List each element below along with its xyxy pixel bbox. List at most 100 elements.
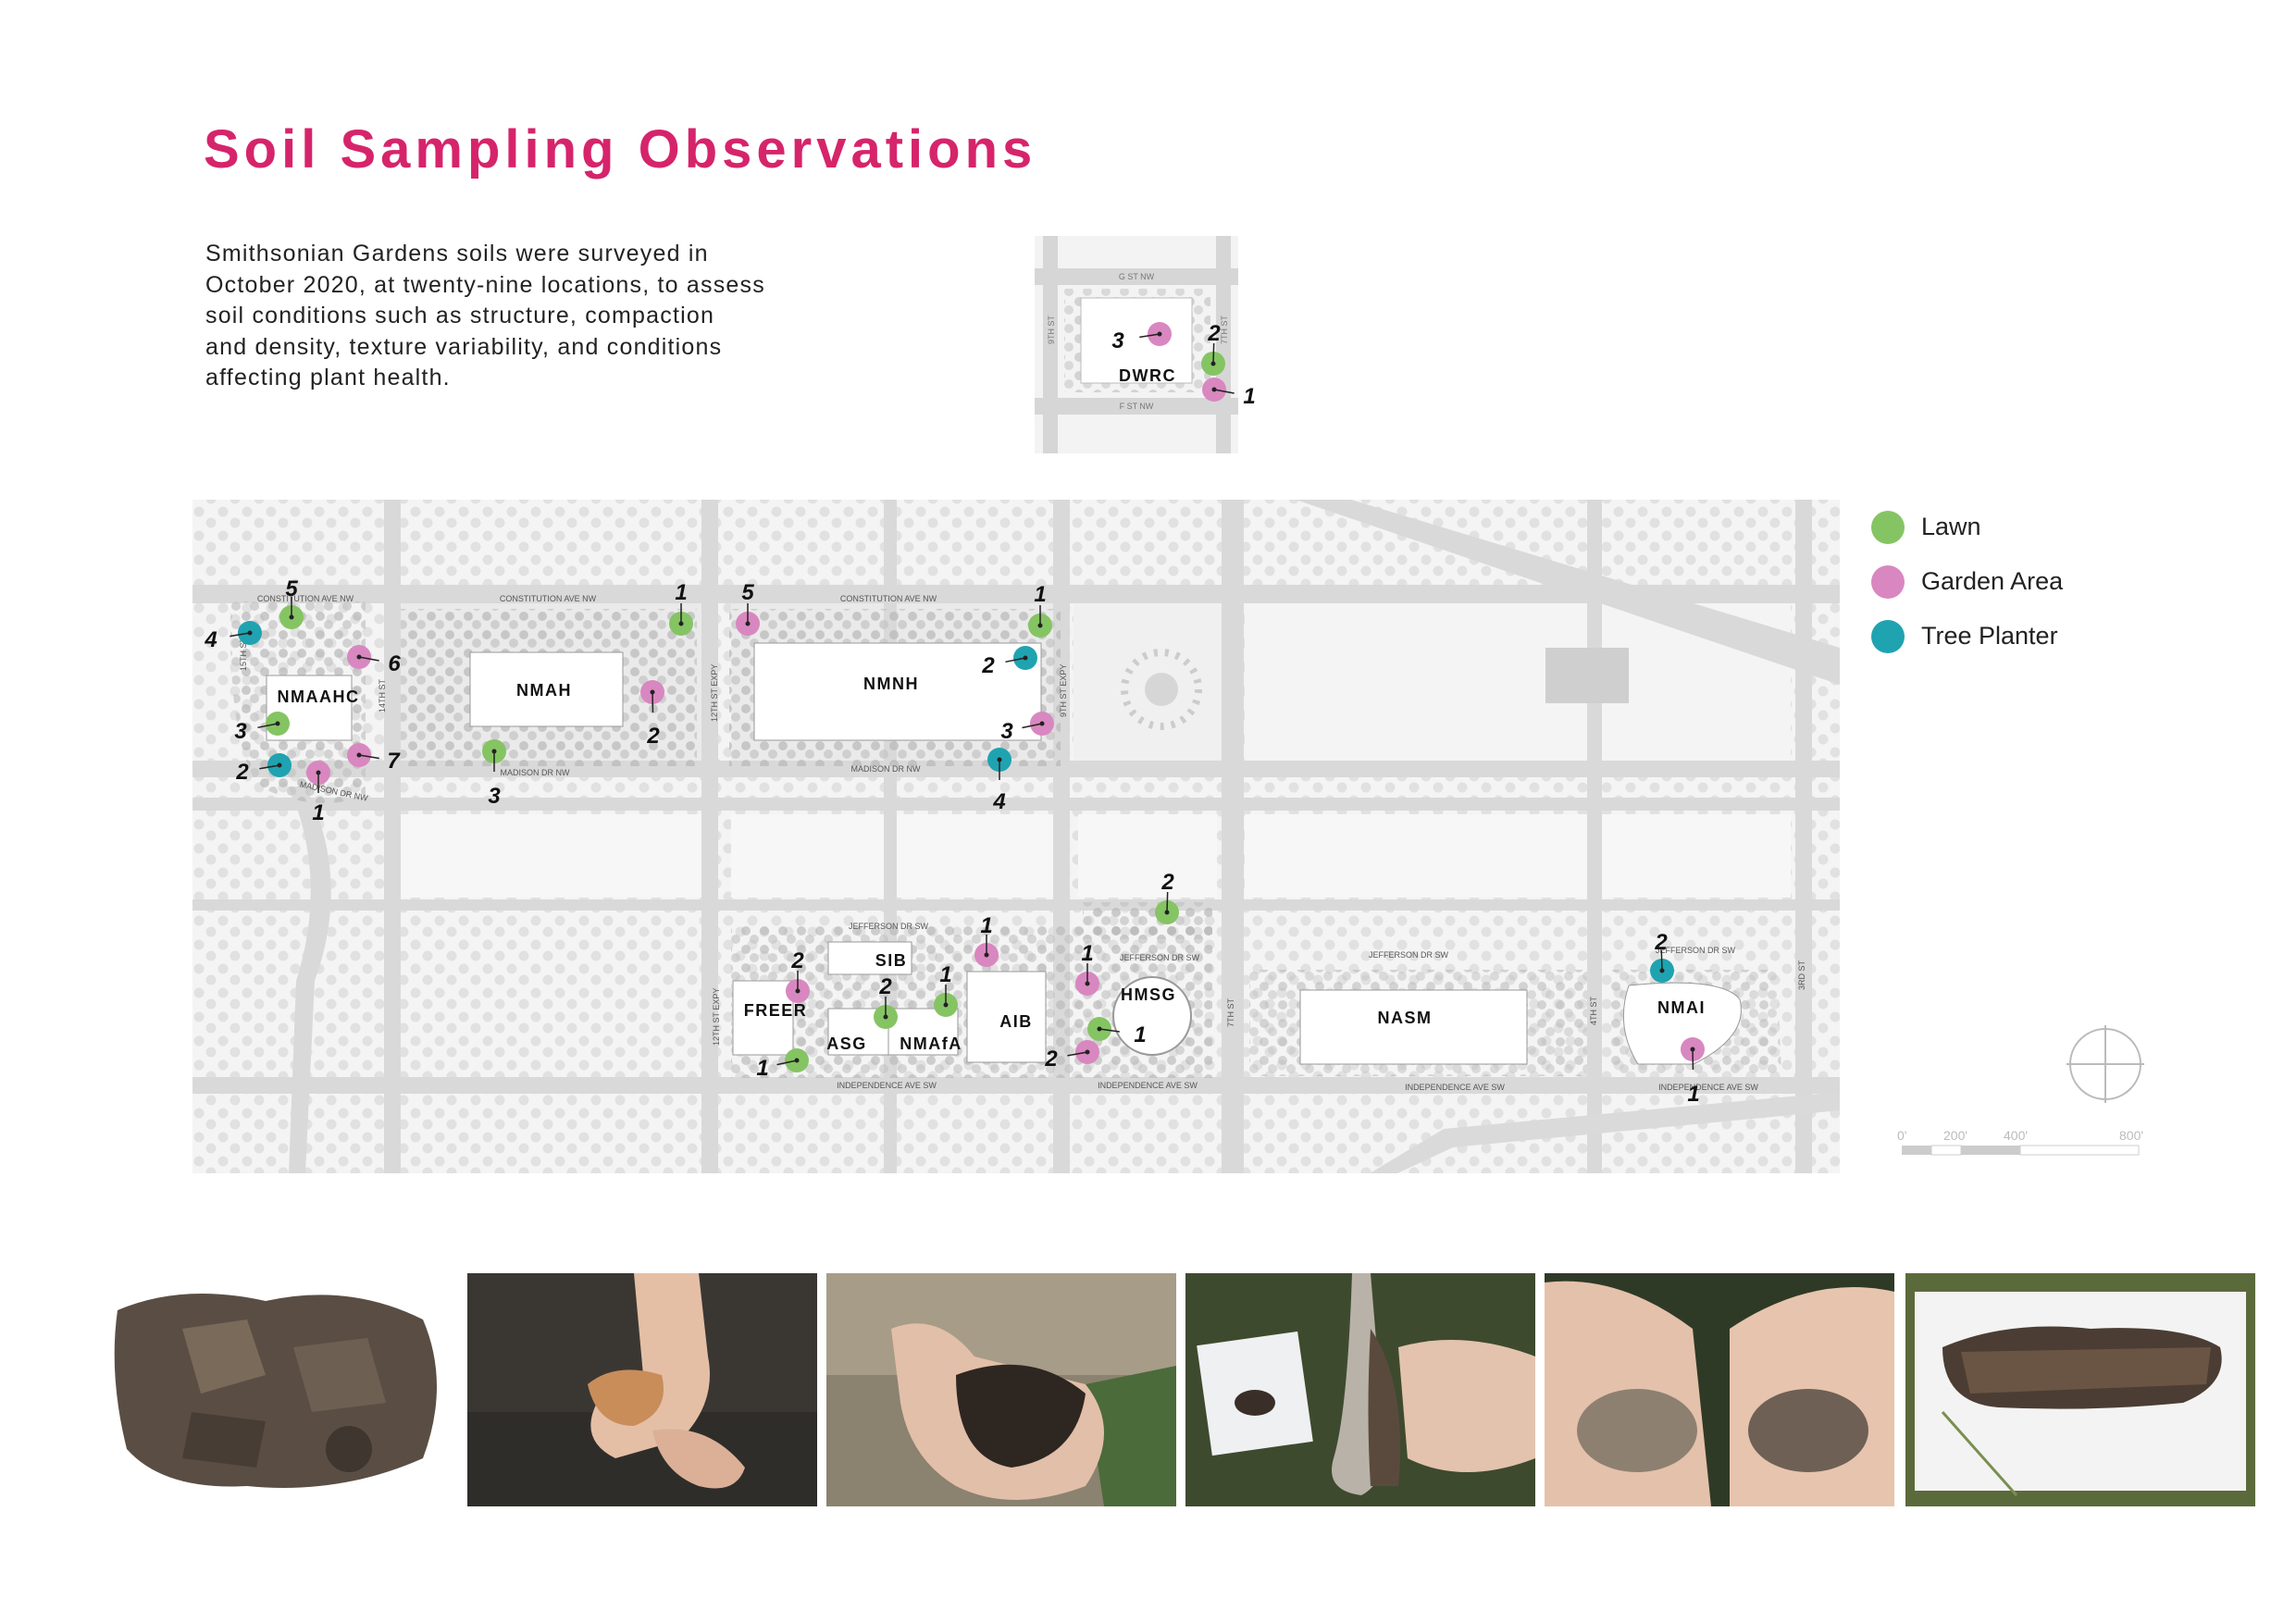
street-label: INDEPENDENCE AVE SW (837, 1081, 937, 1090)
sample-number-label: 1 (1687, 1082, 1699, 1107)
marker-center-dot (1085, 1049, 1090, 1055)
sample-number-label: 2 (646, 724, 660, 749)
street-label: CONSTITUTION AVE NW (257, 594, 354, 603)
sample-number-label: 1 (1243, 384, 1255, 409)
sample-number-label: 2 (235, 760, 249, 785)
building-label: NMAI (1657, 998, 1706, 1017)
sample-number-label: 2 (878, 974, 892, 999)
scale-label: 400' (2004, 1128, 2028, 1143)
tree-dot-icon (1871, 620, 1905, 653)
street-label: JEFFERSON DR SW (1120, 953, 1200, 962)
street-label: 12TH ST EXPY (712, 988, 721, 1046)
marker-leader-line (259, 764, 280, 770)
street-label: 14TH ST (378, 678, 387, 712)
marker-center-dot (1211, 387, 1217, 392)
marker-center-dot (984, 952, 989, 958)
sample-number-label: 7 (387, 749, 401, 774)
marker-center-dot (678, 621, 684, 626)
marker-leader-line (776, 1059, 798, 1066)
sample-number-label: 4 (204, 627, 217, 652)
street-label: 7TH ST (1226, 997, 1235, 1027)
soil-clumps-photo (108, 1273, 458, 1506)
building-label: FREER (744, 1001, 808, 1020)
scale-label: 0' (1897, 1128, 1906, 1143)
sample-number-label: 2 (1160, 870, 1174, 895)
street-label: 15TH ST (239, 637, 248, 671)
marker-center-dot (1690, 1047, 1695, 1052)
street-label: JEFFERSON DR SW (849, 922, 929, 931)
street-label: MADISON DR NW (851, 764, 922, 774)
soil-core-photo (1905, 1273, 2255, 1506)
page-title: Soil Sampling Observations (204, 119, 1037, 180)
marker-center-dot (997, 757, 1002, 762)
scale-bar: 0' 200' 400' 800' (1897, 1128, 2143, 1156)
marker-center-dot (277, 762, 282, 768)
marker-center-dot (316, 770, 321, 775)
clay-clod-photo (467, 1273, 817, 1506)
sample-number-label: 2 (1207, 321, 1221, 346)
garden-dot-icon (1871, 565, 1905, 599)
marker-center-dot (491, 749, 497, 754)
scale-label: 800' (2119, 1128, 2143, 1143)
street-label: INDEPENDENCE AVE SW (1405, 1083, 1505, 1092)
street-label: CONSTITUTION AVE NW (840, 594, 937, 603)
marker-center-dot (794, 1058, 800, 1063)
lawn-dot-icon (1871, 511, 1905, 544)
intro-line: Smithsonian Gardens soils were surveyed … (205, 241, 709, 266)
marker-center-dot (247, 630, 253, 636)
sample-number-label: 3 (488, 784, 501, 809)
sample-number-label: 1 (1034, 582, 1046, 607)
dwrc-inset: G ST NW F ST NW 9TH ST 7TH ST (1035, 236, 1238, 453)
photo-strip (108, 1273, 2255, 1506)
marker-leader-line (1139, 333, 1160, 339)
building-label: NMNH (863, 675, 919, 693)
sample-number-label: 2 (1654, 930, 1668, 955)
marker-leader-line (1213, 389, 1235, 394)
scale-label: 200' (1943, 1128, 1967, 1143)
marker-leader-line (1098, 1028, 1120, 1033)
sample-number-label: 1 (756, 1056, 768, 1081)
marker-center-dot (1210, 361, 1216, 366)
street-label: 9TH ST EXPY (1059, 664, 1068, 717)
street-label: JEFFERSON DR SW (1656, 946, 1736, 955)
sample-number-label: 3 (1111, 328, 1124, 353)
street-label: G ST NW (1119, 272, 1155, 281)
sample-number-label: 1 (1134, 1022, 1146, 1047)
street-label: 12TH ST EXPY (710, 664, 719, 722)
sample-number-label: 6 (388, 651, 401, 676)
legend-label: Lawn (1921, 513, 1981, 540)
marker-leader-line (1005, 657, 1026, 663)
marker-leader-line (1212, 342, 1215, 365)
marker-leader-line (1166, 891, 1169, 913)
sample-number-label: 2 (1044, 1047, 1058, 1072)
marker-center-dot (943, 1002, 949, 1008)
marker-center-dot (1157, 331, 1162, 337)
street-label: 7TH ST (1220, 315, 1229, 344)
intro-line: October 2020, at twenty-nine locations, … (205, 271, 765, 298)
dark-soil-hand-photo (826, 1273, 1176, 1506)
marker-center-dot (356, 752, 362, 758)
street-label: CONSTITUTION AVE NW (500, 594, 597, 603)
sample-number-label: 1 (980, 913, 992, 938)
marker-leader-line (1067, 1051, 1088, 1057)
marker-leader-line (257, 723, 279, 729)
sample-number-label: 5 (285, 576, 298, 601)
intro-line: affecting plant health. (205, 365, 451, 390)
sample-number-label: 1 (675, 580, 687, 605)
marker-leader-line (358, 754, 379, 760)
marker-center-dot (275, 721, 280, 726)
intro-line: and density, texture variability, and co… (205, 333, 723, 360)
marker-center-dot (883, 1014, 888, 1020)
marker-center-dot (356, 654, 362, 660)
street-label: 9TH ST (1047, 315, 1056, 344)
legend-label: Garden Area (1921, 567, 2064, 595)
marker-center-dot (795, 988, 800, 994)
sample-number-label: 2 (790, 948, 804, 973)
marker-center-dot (1659, 968, 1665, 973)
sample-number-label: 3 (234, 719, 247, 744)
south-museum-blocks (731, 902, 1781, 1078)
street-label: INDEPENDENCE AVE SW (1658, 1083, 1758, 1092)
marker-center-dot (1085, 981, 1090, 986)
legend-label: Tree Planter (1921, 622, 2058, 650)
